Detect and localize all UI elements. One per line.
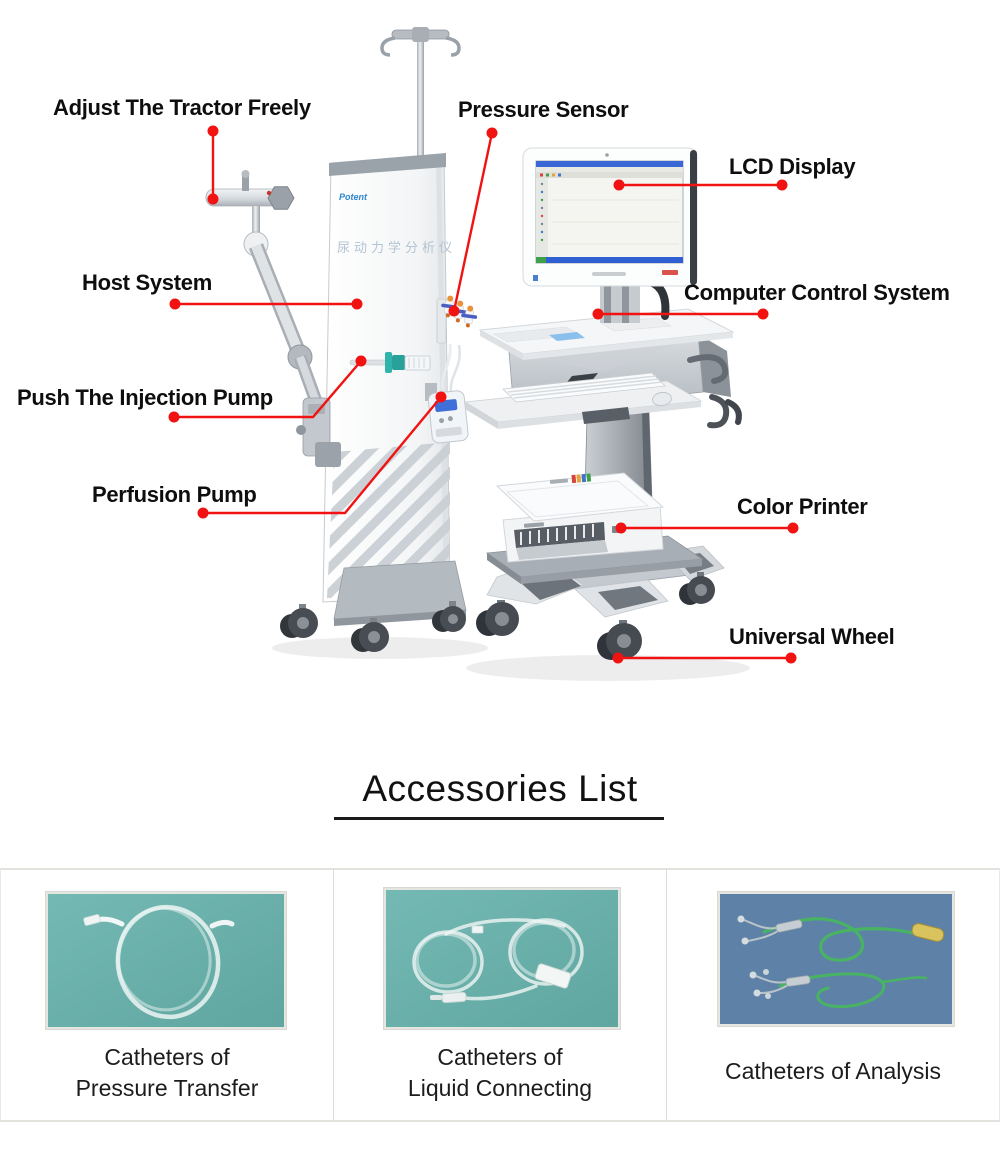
host-tower: Potent 尿动力学分析仪 [322, 153, 456, 603]
accessories-title: Accessories List [362, 768, 638, 809]
leader-lines [168, 125, 799, 664]
label-perfusion-pump: Perfusion Pump [92, 482, 257, 507]
lcd-monitor [522, 147, 698, 287]
leader-color-printer [615, 522, 799, 534]
caption-line: Catheters of [437, 1044, 563, 1070]
accessory-image-analysis [718, 892, 954, 1026]
label-adjust-tractor: Adjust The Tractor Freely [53, 95, 311, 120]
cart-caster [476, 600, 519, 636]
leader-host-system [169, 298, 363, 310]
leader-adjust-tractor [207, 125, 219, 205]
mouse [652, 392, 672, 406]
accessory-caption: Catheters of Liquid Connecting [334, 1042, 666, 1104]
leader-universal-wheel [612, 652, 797, 664]
accessory-image-pressure-transfer [46, 892, 286, 1029]
accessories-grid: Catheters of Pressure Transfer [0, 868, 1000, 1122]
accessories-title-underline [334, 817, 664, 820]
tower-stripes [327, 442, 450, 598]
accessory-card-pressure-transfer: Catheters of Pressure Transfer [1, 870, 333, 1120]
label-computer-control: Computer Control System [684, 280, 950, 305]
label-push-injection: Push The Injection Pump [17, 385, 273, 410]
label-lcd-display: LCD Display [729, 154, 856, 179]
leader-computer-control [592, 308, 769, 320]
cart-hooks [687, 354, 742, 429]
caption-line: Liquid Connecting [407, 1075, 593, 1101]
injection-pump-syringe [349, 352, 431, 373]
label-host-system: Host System [82, 270, 212, 295]
label-color-printer: Color Printer [737, 494, 868, 519]
accessory-image-liquid-connecting [384, 888, 620, 1029]
iv-pole [380, 27, 461, 156]
cart-caster [679, 572, 715, 605]
accessory-card-analysis: Catheters of Analysis [667, 870, 999, 1120]
accessory-card-liquid-connecting: Catheters of Liquid Connecting [333, 870, 667, 1120]
accessory-caption: Catheters of Analysis [667, 1056, 999, 1087]
label-universal-wheel: Universal Wheel [729, 624, 895, 649]
tower-caster [432, 601, 466, 632]
caption-line: Catheters of Analysis [724, 1058, 942, 1084]
tower-caster [280, 604, 318, 638]
workstation-cart [463, 147, 742, 660]
label-pressure-sensor: Pressure Sensor [458, 97, 629, 122]
color-printer-device [495, 472, 665, 563]
tower-base [280, 560, 467, 652]
leader-perfusion-pump [197, 391, 447, 519]
tower-caster [351, 618, 389, 652]
caption-line: Catheters of [104, 1044, 230, 1070]
tower-logo: Potent [339, 192, 368, 202]
leader-pressure-sensor [448, 127, 498, 317]
work-surface [478, 308, 735, 360]
leader-push-injection [168, 355, 367, 423]
keyboard-tray [463, 372, 703, 429]
machine-illustration: Potent 尿动力学分析仪 [168, 27, 799, 681]
tower-panel-text: 尿动力学分析仪 [337, 240, 456, 255]
tractor-arm [205, 170, 341, 467]
accessory-caption: Catheters of Pressure Transfer [1, 1042, 333, 1104]
caption-line: Pressure Transfer [75, 1075, 259, 1101]
leader-lcd-display [613, 179, 788, 191]
perfusion-pump-device [425, 383, 469, 444]
